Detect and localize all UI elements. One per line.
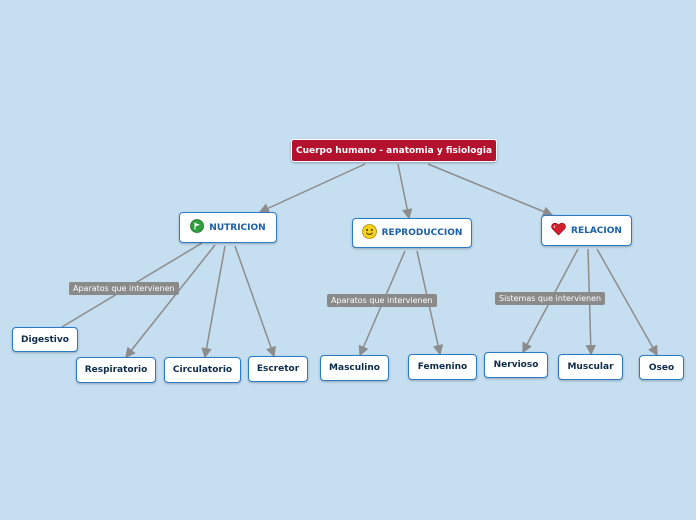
subtopic-escretor-label: Escretor bbox=[256, 364, 300, 374]
subtopic-femenino[interactable]: Femenino bbox=[408, 354, 477, 380]
link-label-reproduccion: Aparatos que intervienen bbox=[327, 294, 437, 307]
topic-relacion-label: RELACION bbox=[571, 225, 622, 236]
subtopic-femenino-label: Femenino bbox=[417, 362, 468, 372]
subtopic-muscular-label: Muscular bbox=[567, 362, 614, 372]
connector-nutricion-circulatorio bbox=[201, 245, 226, 359]
heart-icon bbox=[551, 222, 566, 239]
green-flag-icon bbox=[190, 219, 205, 236]
subtopic-circulatorio[interactable]: Circulatorio bbox=[164, 357, 241, 383]
subtopic-masculino-label: Masculino bbox=[329, 363, 380, 373]
root-topic[interactable]: Cuerpo humano - anatomia y fisiologia bbox=[291, 139, 497, 162]
smiley-face-icon bbox=[361, 224, 377, 242]
subtopic-circulatorio-label: Circulatorio bbox=[172, 365, 233, 375]
link-label-nutricion: Aparatos que intervienen bbox=[69, 282, 179, 295]
subtopic-respiratorio[interactable]: Respiratorio bbox=[76, 357, 156, 383]
topic-nutricion[interactable]: NUTRICION bbox=[179, 212, 277, 243]
subtopic-oseo[interactable]: Oseo bbox=[639, 355, 684, 380]
connector-root-relacion bbox=[427, 163, 554, 217]
connector-root-reproduccion bbox=[397, 163, 413, 220]
root-connectors bbox=[258, 163, 554, 220]
connector-nutricion-escretor bbox=[234, 245, 276, 358]
topic-nutricion-label: NUTRICION bbox=[209, 222, 266, 233]
link-label-relacion: Sistemas que intervienen bbox=[495, 292, 606, 305]
subtopic-nervioso-label: Nervioso bbox=[493, 360, 539, 370]
connector-nutricion-respiratorio bbox=[125, 244, 216, 359]
topic-relacion[interactable]: RELACION bbox=[541, 215, 632, 246]
connector-root-nutricion bbox=[258, 163, 366, 214]
topic-reproduccion[interactable]: REPRODUCCION bbox=[352, 218, 472, 248]
topic-reproduccion-label: REPRODUCCION bbox=[381, 228, 463, 238]
subtopic-digestivo[interactable]: Digestivo bbox=[12, 327, 78, 352]
subtopic-oseo-label: Oseo bbox=[648, 362, 675, 373]
subtopic-masculino[interactable]: Masculino bbox=[320, 355, 389, 381]
nutricion-connectors bbox=[61, 242, 276, 359]
subtopic-escretor[interactable]: Escretor bbox=[248, 356, 308, 382]
connector-relacion-oseo bbox=[596, 248, 658, 357]
subtopic-digestivo-label: Digestivo bbox=[21, 334, 69, 345]
root-topic-label: Cuerpo humano - anatomia y fisiologia bbox=[295, 145, 493, 156]
subtopic-nervioso[interactable]: Nervioso bbox=[484, 352, 548, 378]
subtopic-respiratorio-label: Respiratorio bbox=[84, 365, 148, 375]
subtopic-muscular[interactable]: Muscular bbox=[558, 354, 623, 380]
